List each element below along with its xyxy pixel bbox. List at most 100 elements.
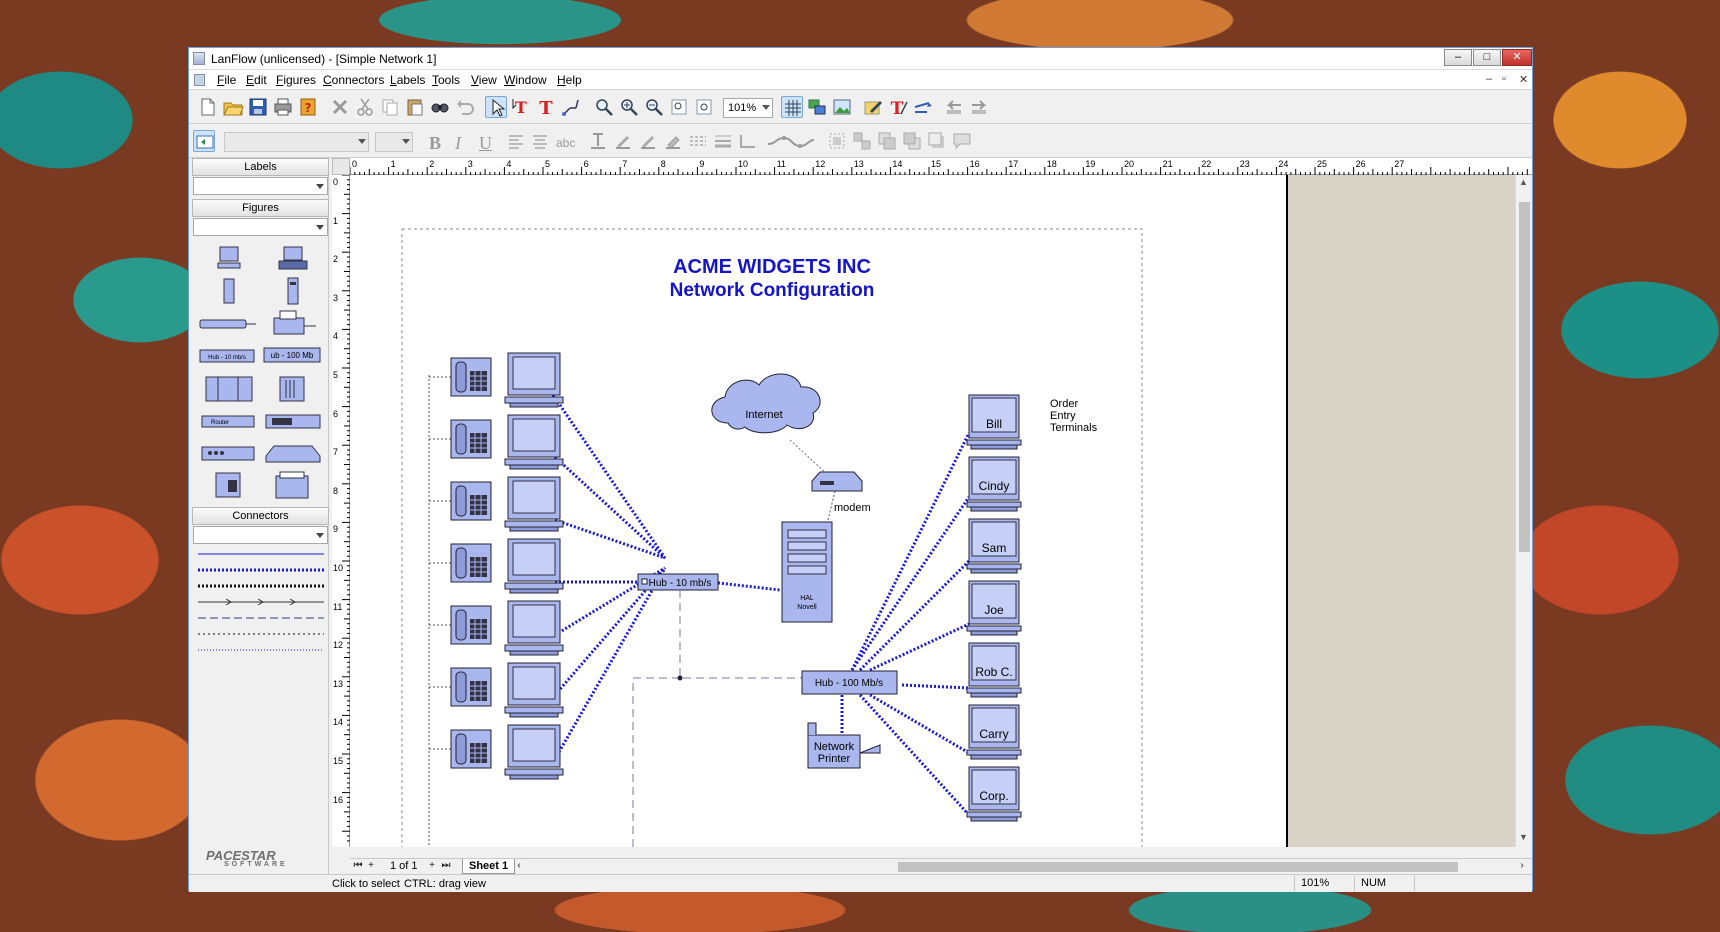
delete-icon[interactable] bbox=[329, 96, 351, 118]
line-width-icon[interactable] bbox=[712, 130, 734, 152]
zoom-out-icon[interactable] bbox=[643, 96, 665, 118]
grid-icon[interactable] bbox=[781, 96, 803, 118]
fill-color-icon[interactable] bbox=[662, 130, 684, 152]
terminal-joe[interactable]: Joe bbox=[966, 580, 1022, 636]
align-center-icon[interactable] bbox=[529, 130, 551, 152]
modem-figure[interactable]: modem bbox=[811, 471, 871, 514]
pc-4[interactable] bbox=[504, 538, 564, 594]
scroll-right-icon[interactable]: › bbox=[1520, 860, 1524, 871]
drawing-canvas[interactable]: ACME WIDGETS INC Network Configuration bbox=[350, 175, 1532, 847]
menu-window[interactable]: Window bbox=[504, 73, 547, 87]
pc-1[interactable] bbox=[504, 352, 564, 408]
pc-3[interactable] bbox=[504, 476, 564, 532]
palette-modem-icon[interactable] bbox=[198, 308, 258, 338]
connector-dashed[interactable] bbox=[198, 614, 324, 622]
hub-100-figure[interactable]: Hub - 100 Mb/s bbox=[801, 670, 898, 695]
curve-style-icon[interactable] bbox=[766, 130, 816, 152]
underline-button[interactable]: U bbox=[479, 133, 492, 153]
pc-6[interactable] bbox=[504, 662, 564, 718]
text-tool-icon[interactable]: T bbox=[510, 96, 532, 118]
stack-front-icon[interactable] bbox=[901, 130, 923, 152]
zoom-page-icon[interactable] bbox=[668, 96, 690, 118]
comment-icon[interactable] bbox=[951, 130, 973, 152]
line-style-icon[interactable] bbox=[912, 96, 934, 118]
spell-check-button[interactable]: abc bbox=[556, 136, 576, 150]
tab-scroll-left-icon[interactable]: ‹ bbox=[517, 860, 521, 871]
vertical-scroll-thumb[interactable] bbox=[1519, 202, 1530, 552]
bring-front-icon[interactable] bbox=[968, 96, 990, 118]
mdi-restore-button[interactable]: ▫ bbox=[1502, 73, 1506, 85]
font-size-combo[interactable] bbox=[375, 132, 413, 152]
print-icon[interactable] bbox=[272, 96, 294, 118]
maximize-button[interactable]: □ bbox=[1473, 49, 1501, 66]
add-page-icon[interactable]: + bbox=[368, 860, 374, 871]
connectors-combo[interactable] bbox=[193, 526, 328, 544]
menu-labels[interactable]: Labels bbox=[390, 73, 426, 87]
ungroup-icon[interactable] bbox=[851, 130, 873, 152]
zoom-fit-icon[interactable] bbox=[693, 96, 715, 118]
vertical-scrollbar[interactable]: ▲ ▼ bbox=[1515, 175, 1532, 847]
shadow-icon[interactable] bbox=[926, 130, 948, 152]
palette-cabinet-icon[interactable] bbox=[262, 374, 322, 404]
next-page-add-icon[interactable]: + bbox=[429, 860, 435, 871]
palette-switch-icon[interactable] bbox=[262, 406, 322, 436]
label-text-icon[interactable]: T bbox=[535, 96, 557, 118]
zoom-icon[interactable] bbox=[593, 96, 615, 118]
pc-7[interactable] bbox=[504, 724, 564, 780]
text-format-icon[interactable]: T bbox=[887, 96, 909, 118]
horizontal-scroll-thumb[interactable] bbox=[898, 862, 1458, 872]
style-icon[interactable] bbox=[193, 130, 215, 152]
figures-header[interactable]: Figures bbox=[192, 199, 329, 217]
palette-phone-icon[interactable] bbox=[198, 470, 258, 500]
last-page-icon[interactable]: ⏭ bbox=[441, 860, 451, 871]
labels-combo[interactable] bbox=[193, 177, 328, 195]
phone-2[interactable] bbox=[450, 419, 492, 459]
menu-view[interactable]: View bbox=[471, 73, 497, 87]
internet-cloud[interactable]: Internet bbox=[711, 373, 821, 434]
text-color-icon[interactable] bbox=[587, 130, 609, 152]
line-dash-icon[interactable] bbox=[687, 130, 709, 152]
network-printer-figure[interactable]: Network Printer bbox=[807, 722, 881, 769]
pc-5[interactable] bbox=[504, 600, 564, 656]
palette-tower-icon[interactable] bbox=[198, 276, 258, 306]
italic-button[interactable]: I bbox=[455, 133, 461, 153]
open-folder-icon[interactable] bbox=[222, 96, 244, 118]
phone-4[interactable] bbox=[450, 543, 492, 583]
phone-7[interactable] bbox=[450, 729, 492, 769]
connect-tool-icon[interactable] bbox=[560, 96, 582, 118]
connector-dotted-black[interactable] bbox=[198, 582, 324, 590]
group-icon[interactable] bbox=[826, 130, 848, 152]
terminal-sam[interactable]: Sam bbox=[966, 518, 1022, 574]
new-file-icon[interactable] bbox=[197, 96, 219, 118]
diagram-title-line2[interactable]: Network Configuration bbox=[670, 280, 875, 301]
tab-sheet-1[interactable]: Sheet 1 bbox=[462, 859, 516, 874]
server-figure[interactable]: HAL Novell bbox=[781, 521, 833, 623]
stack-back-icon[interactable] bbox=[876, 130, 898, 152]
layers-icon[interactable] bbox=[806, 96, 828, 118]
mdi-close-button[interactable]: ✕ bbox=[1519, 74, 1529, 86]
palette-router-icon[interactable]: Router bbox=[198, 406, 258, 436]
connectors-header[interactable]: Connectors bbox=[192, 507, 329, 525]
connector-fine-dotted[interactable] bbox=[198, 630, 324, 638]
align-left-icon[interactable] bbox=[505, 130, 527, 152]
pen-color-icon[interactable] bbox=[637, 130, 659, 152]
line-color-icon[interactable] bbox=[612, 130, 634, 152]
send-back-icon[interactable] bbox=[943, 96, 965, 118]
figures-combo[interactable] bbox=[193, 218, 328, 236]
paste-icon[interactable] bbox=[404, 96, 426, 118]
font-combo[interactable] bbox=[224, 132, 369, 152]
connector-dotted-blue[interactable] bbox=[198, 646, 324, 654]
connector-dotted-thick[interactable] bbox=[198, 566, 324, 574]
terminal-rob[interactable]: Rob C. bbox=[966, 642, 1022, 698]
bold-button[interactable]: B bbox=[429, 133, 442, 153]
terminal-bill[interactable]: Bill bbox=[966, 394, 1022, 450]
scroll-up-icon[interactable]: ▲ bbox=[1519, 177, 1528, 187]
hub-10-figure[interactable]: Hub - 10 mb/s bbox=[637, 573, 719, 591]
drawing-page[interactable]: ACME WIDGETS INC Network Configuration bbox=[350, 175, 1288, 847]
zoom-combo[interactable]: 101% bbox=[723, 98, 773, 118]
terminal-cindy[interactable]: Cindy bbox=[966, 456, 1022, 512]
phone-6[interactable] bbox=[450, 667, 492, 707]
palette-network-printer-icon[interactable] bbox=[262, 308, 322, 338]
palette-pbx-icon[interactable] bbox=[262, 470, 322, 500]
menu-tools[interactable]: Tools bbox=[432, 73, 461, 87]
